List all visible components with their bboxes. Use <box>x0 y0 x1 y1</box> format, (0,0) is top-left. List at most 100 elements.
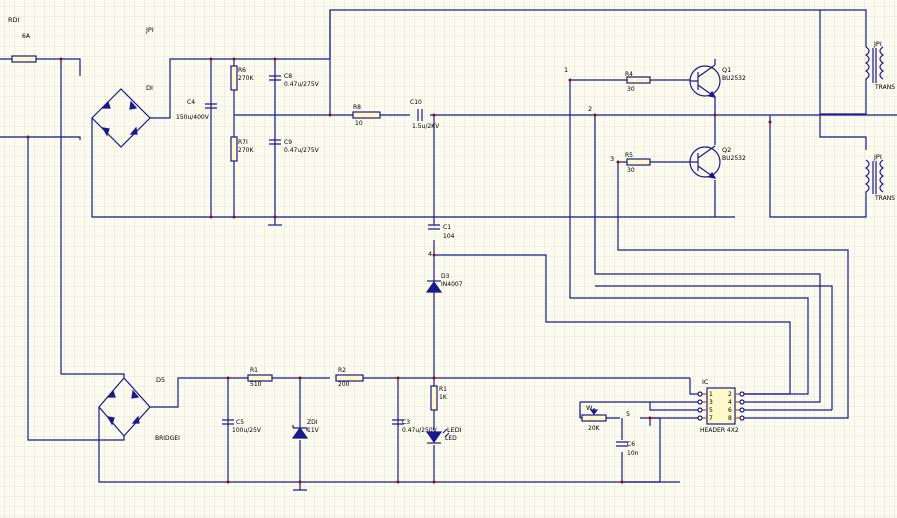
zener-zd1-ref: ZDI <box>307 419 318 426</box>
net-labels: 1 2 3 4 5 <box>428 66 630 418</box>
capacitor-c3-value: 0.47u/250V <box>402 427 438 434</box>
net-label-5: 5 <box>626 410 630 418</box>
led-led1-value: LED <box>445 435 457 442</box>
capacitor-c6-ref: C6 <box>627 441 635 448</box>
resistor-r1-1k-value: 1K <box>439 394 448 401</box>
resistor-r4-value: 30 <box>627 86 635 93</box>
capacitor-c8[interactable]: C8 0.47u/275V <box>269 73 320 88</box>
resistor-r1-510[interactable]: R1 510 <box>247 367 273 388</box>
ic-pin-6: 6 <box>728 407 732 414</box>
diode-d3-value: IN4007 <box>441 281 463 288</box>
capacitor-c4-ref: C4 <box>187 99 195 106</box>
capacitor-c8-value: 0.47u/275V <box>284 81 320 88</box>
zener-zd1-value: 11V <box>307 427 320 434</box>
led-led1[interactable]: LEDI LED <box>425 426 462 444</box>
resistor-r1-510-ref: R1 <box>250 367 258 374</box>
transformer-2[interactable]: JPI TRANS <box>864 153 895 202</box>
ic-pin-3: 3 <box>709 399 713 406</box>
transistor-q2-value: BU2532 <box>722 155 746 162</box>
resistor-r8-value: 10 <box>355 120 363 127</box>
bridge-d5-value: BRIDGEI <box>155 435 180 442</box>
capacitor-c5-ref: C5 <box>236 419 244 426</box>
transistor-q1-ref: Q1 <box>722 66 731 74</box>
transistor-q2-ref: Q2 <box>722 146 731 154</box>
resistor-r2[interactable]: R2 200 <box>335 367 364 388</box>
resistor-r4-ref: R4 <box>625 71 633 78</box>
bridge-d1-ref: DI <box>146 84 153 92</box>
fuse-rd1[interactable]: RDI 6A <box>8 16 37 63</box>
capacitor-c8-ref: C8 <box>284 73 292 80</box>
potentiometer-w-ref: W <box>586 404 593 412</box>
transistor-q1[interactable]: Q1 BU2532 <box>689 64 746 98</box>
bridge-d5-ref: D5 <box>156 376 165 384</box>
transformer-1-value: TRANS <box>874 84 895 91</box>
capacitor-c1-ref: C1 <box>443 224 451 231</box>
ic-pin-7: 7 <box>709 415 713 422</box>
junctions <box>26 57 772 484</box>
ic-value: HEADER 4X2 <box>700 427 739 434</box>
ic-pin-1: 1 <box>709 391 713 398</box>
capacitor-c3-ref: C3 <box>402 419 410 426</box>
transformer-2-ref: JPI <box>873 153 882 161</box>
net-label-2: 2 <box>588 105 592 113</box>
bridge-d1[interactable]: DI <box>91 84 153 148</box>
capacitor-c5[interactable]: C5 100u/25V <box>222 419 262 434</box>
resistor-r5[interactable]: R5 30 <box>625 152 651 174</box>
ic-pin-4: 4 <box>728 399 732 406</box>
transistor-q1-value: BU2532 <box>722 75 746 82</box>
resistor-r7-ref: R7I <box>238 139 248 146</box>
fuse-rd1-ref: RDI <box>8 16 20 24</box>
capacitor-c4-value: 150u/400V <box>176 114 210 121</box>
capacitor-c6-value: 10n <box>627 450 639 457</box>
resistor-r6-value: 270K <box>238 75 254 82</box>
fuse-rd1-value: 6A <box>22 33 31 40</box>
transformer-1[interactable]: JPI TRANS <box>864 40 895 91</box>
bridge-d5[interactable]: D5 BRIDGEI <box>80 373 180 442</box>
resistor-r2-ref: R2 <box>338 367 346 374</box>
resistor-r7-value: 270K <box>238 147 254 154</box>
resistor-r4[interactable]: R4 30 <box>625 71 651 93</box>
resistor-r1-1k[interactable]: R1 1K <box>430 385 448 411</box>
ic-right-pins: 2 4 6 8 <box>728 391 745 422</box>
resistor-r6[interactable]: R6 270K <box>230 65 254 91</box>
resistor-r8[interactable]: R8 10 <box>352 104 381 127</box>
diode-d3[interactable]: D3 IN4007 <box>425 273 463 293</box>
transistor-q2[interactable]: Q2 BU2532 <box>689 145 746 179</box>
capacitor-c9-ref: C9 <box>284 139 292 146</box>
capacitor-c1[interactable]: C1 104 <box>428 224 455 240</box>
capacitor-c10-value: 1.5u/2KV <box>412 123 440 130</box>
transformer-2-value: TRANS <box>874 195 895 202</box>
resistor-r6-ref: R6 <box>238 67 246 74</box>
capacitor-c6[interactable]: C6 10n <box>616 441 639 457</box>
capacitor-c10[interactable]: C10 1.5u/2KV <box>410 99 440 130</box>
ic-ref: IC <box>702 378 709 386</box>
jp1-top-label: JPI <box>145 26 154 34</box>
ic-header[interactable]: 1 3 5 7 2 4 6 8 IC HEADER 4X2 <box>697 378 745 434</box>
ic-pin-2: 2 <box>728 391 732 398</box>
net-label-4: 4 <box>428 250 432 258</box>
capacitor-c4[interactable]: C4 150u/400V <box>176 99 217 121</box>
potentiometer-w-value: 20K <box>588 425 601 432</box>
net-label-1: 1 <box>564 66 568 74</box>
net-label-3: 3 <box>610 155 614 163</box>
ic-pin-5: 5 <box>709 407 713 414</box>
capacitor-c5-value: 100u/25V <box>232 427 262 434</box>
ic-pin-8: 8 <box>728 415 732 422</box>
transformer-1-ref: JPI <box>873 40 882 48</box>
diode-d3-ref: D3 <box>441 273 450 280</box>
potentiometer-w[interactable]: W 20K <box>581 404 607 432</box>
resistor-r8-ref: R8 <box>353 104 361 111</box>
resistor-r2-value: 200 <box>338 381 350 388</box>
capacitor-c9-value: 0.47u/275V <box>284 147 320 154</box>
resistor-r5-value: 30 <box>627 167 635 174</box>
capacitor-c1-value: 104 <box>443 233 455 240</box>
resistor-r7[interactable]: R7I 270K <box>230 136 254 162</box>
resistor-r1-1k-ref: R1 <box>439 386 447 393</box>
capacitor-c3[interactable]: C3 0.47u/250V <box>392 419 438 434</box>
capacitor-c9[interactable]: C9 0.47u/275V <box>269 139 320 154</box>
resistor-r5-ref: R5 <box>625 152 633 159</box>
zener-zd1[interactable]: ZDI 11V <box>291 419 320 439</box>
led-led1-ref: LEDI <box>447 426 462 434</box>
